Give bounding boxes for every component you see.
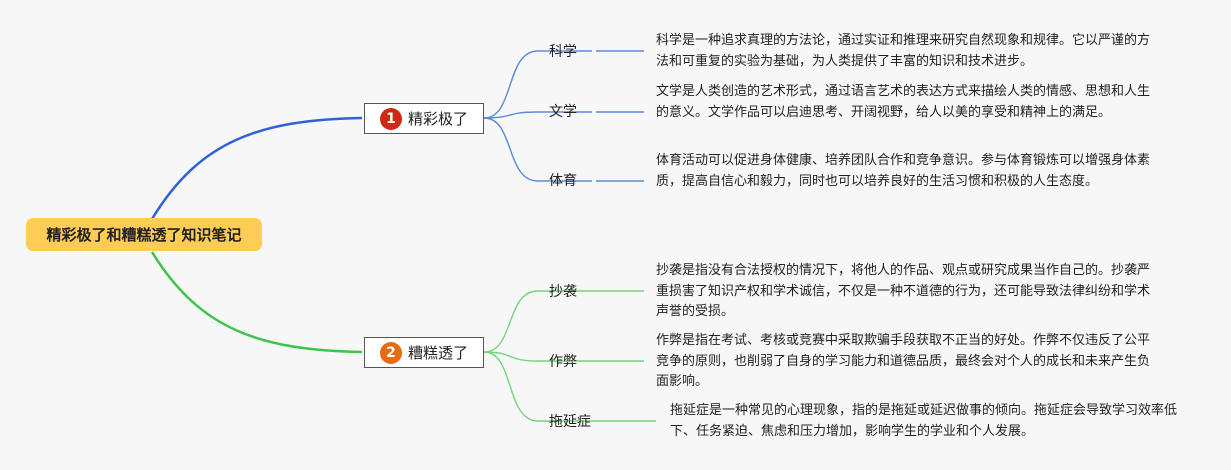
number-badge-1: 1 (379, 107, 402, 130)
root-to-branch1-line (150, 116, 363, 220)
branch2-to-leaf5-line (483, 351, 596, 362)
leaf-topic-cheating[interactable]: 作弊 (549, 354, 577, 370)
number-badge-2: 2 (379, 341, 402, 364)
branch-label-2: 糟糕透了 (407, 344, 468, 362)
root-topic[interactable]: 精彩极了和糟糕透了知识笔记 (26, 218, 262, 251)
note-sports: 体育活动可以促进身体健康、培养团队合作和竞争意识。参与体育锻炼可以增强身体素质，… (656, 153, 1151, 189)
note-science: 科学是一种追求真理的方法论，通过实证和推理来研究自然现象和规律。它以严谨的方法和… (656, 33, 1151, 69)
branch2-to-leaf4-line (483, 290, 596, 353)
note-procrastination: 拖延症是一种常见的心理现象，指的是拖延或延迟做事的倾向。拖延症会导致学习效率低下… (670, 403, 1178, 439)
note-cheating: 作弊是指在考试、考核或竞赛中采取欺骗手段获取不正当的好处。作弊不仅违反了公平竞争… (656, 333, 1151, 389)
root-to-branch2-line (150, 251, 363, 354)
branch-topic-1[interactable]: 1 精彩极了 (364, 103, 484, 134)
root-title: 精彩极了和糟糕透了知识笔记 (46, 226, 242, 244)
branch-label-1: 精彩极了 (407, 110, 468, 128)
branch1-to-leaf1-line (483, 50, 592, 119)
leaf-topic-procrastination[interactable]: 拖延症 (549, 414, 591, 430)
branch1-to-leaf2-line (483, 111, 592, 119)
leaf-topic-literature[interactable]: 文学 (549, 104, 577, 120)
leaf-topic-science[interactable]: 科学 (549, 44, 577, 60)
leaf-topic-plagiarism[interactable]: 抄袭 (549, 284, 577, 300)
branch2-to-leaf6-line (483, 351, 604, 422)
note-plagiarism: 抄袭是指没有合法授权的情况下，将他人的作品、观点或研究成果当作自己的。抄袭严重损… (656, 263, 1151, 319)
leaf-topic-sports[interactable]: 体育 (549, 173, 577, 189)
branch1-to-leaf3-line (483, 117, 592, 182)
note-literature: 文学是人类创造的艺术形式，通过语言艺术的表达方式来描绘人类的情感、思想和人生的意… (656, 84, 1151, 120)
branch-topic-2[interactable]: 2 糟糕透了 (364, 337, 484, 368)
